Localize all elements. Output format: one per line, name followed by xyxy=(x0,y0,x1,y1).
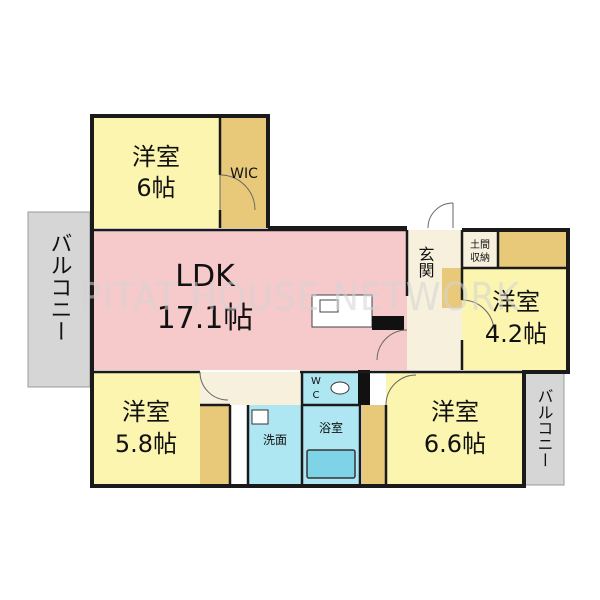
balcony-left xyxy=(27,211,91,388)
doma-storage-line2: 収納 xyxy=(470,251,490,264)
room-bedroom-top-left xyxy=(92,116,220,228)
storage-right-top xyxy=(498,230,568,268)
pillar-ldk xyxy=(372,316,404,330)
bedroom-top-left-size: 6帖 xyxy=(136,174,175,202)
bedroom-bottom-right-size: 6.6帖 xyxy=(424,430,486,458)
closet-bottom-left xyxy=(200,405,230,485)
room-doma-storage xyxy=(462,230,498,268)
doma-storage-line1: 土間 xyxy=(470,238,490,251)
ldk-size: 17.1帖 xyxy=(157,301,254,336)
washroom-label: 洗面 xyxy=(263,433,287,447)
balcony-right xyxy=(523,369,565,486)
toilet xyxy=(330,381,350,395)
watermark: PITAT HOUSE NETWORK xyxy=(80,275,520,319)
room-bedroom-bottom-right xyxy=(386,372,524,484)
bedroom-right-type: 洋室 xyxy=(492,288,540,316)
bedroom-right-size: 4.2帖 xyxy=(485,320,547,348)
bath-label: 浴室 xyxy=(319,420,343,435)
storage-right-col xyxy=(442,268,462,308)
kitchen-sink xyxy=(319,299,339,313)
room-bedroom-bottom-left xyxy=(92,372,200,484)
room-bedroom-right xyxy=(462,268,568,370)
wic-label: WIC xyxy=(230,166,258,182)
balcony-right-label: バルコニー xyxy=(535,388,554,468)
genkan-label: 玄関 xyxy=(416,246,435,279)
bedroom-bottom-left-type: 洋室 xyxy=(122,398,170,426)
bedroom-bottom-left-size: 5.8帖 xyxy=(115,430,177,458)
ldk-type: LDK xyxy=(175,259,236,294)
bedroom-bottom-right-type: 洋室 xyxy=(431,398,479,426)
wash-basin xyxy=(251,409,269,425)
wc-line1: W xyxy=(311,376,321,387)
door-swings xyxy=(199,174,495,406)
room-wic xyxy=(220,116,268,228)
bathtub xyxy=(306,449,356,479)
hall-floor xyxy=(200,372,300,405)
inner-walls xyxy=(92,116,568,486)
pillar-center xyxy=(358,370,370,405)
wc-line2: C xyxy=(313,390,320,401)
bedroom-top-left-type: 洋室 xyxy=(132,143,180,171)
closet-bottom-right xyxy=(362,405,386,485)
balcony-left-label: バルコニー xyxy=(47,232,72,342)
